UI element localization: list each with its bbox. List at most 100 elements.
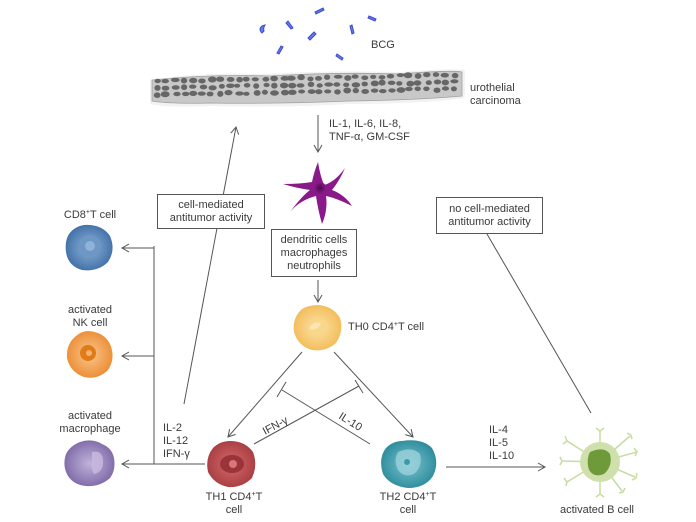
tumor-cell-nucleus	[413, 80, 422, 86]
bcg-rod	[285, 20, 294, 30]
tumor-cell-nucleus	[271, 82, 278, 89]
tumor-cell-nucleus	[253, 83, 260, 89]
bcg-rod	[276, 45, 284, 55]
tumor-cell-nucleus	[441, 79, 449, 86]
bcg-rod	[367, 15, 377, 22]
tumor-cell-nucleus	[161, 85, 170, 91]
nk-label: activated NK cell	[67, 304, 113, 329]
th1-cytokines: IL-2 IL-12 IFN-γ	[163, 422, 190, 460]
tumor-cell-nucleus	[208, 85, 217, 91]
tumor-cell-nucleus	[181, 84, 188, 91]
tumor-cell-nucleus	[182, 91, 190, 97]
tumor-cell-nucleus	[343, 82, 350, 88]
inhibition-ifn-gamma	[253, 379, 364, 445]
tumor-cell-nucleus	[197, 91, 206, 96]
tumor-cell-nucleus	[432, 72, 440, 77]
tumor-cell-nucleus	[388, 88, 396, 93]
tumor-cell-nucleus	[450, 86, 457, 92]
tumor-cell-nucleus	[361, 89, 370, 94]
tumor-cell-nucleus	[324, 89, 332, 94]
tumor-cell-nucleus	[236, 76, 243, 83]
tumor-cell-nucleus	[307, 76, 314, 82]
tumor-cell-nucleus	[189, 90, 198, 96]
tumor-cell-nucleus	[324, 82, 334, 87]
bcg-rod	[307, 31, 317, 41]
tumor-cell-nucleus	[261, 89, 268, 95]
tumor-cell-nucleus	[441, 86, 450, 91]
tumor-cell-nucleus	[440, 72, 449, 78]
bcg-rod	[314, 7, 325, 15]
ifn-gamma-label: IFN-γ	[261, 414, 291, 437]
cytokines-top-line2: TNF-α, GM-CSF	[329, 131, 410, 143]
no-cell-mediated-box: no cell-mediated antitumor activity	[436, 197, 543, 234]
tumor-cell-nucleus	[423, 72, 431, 78]
tumor-cell-nucleus	[351, 82, 361, 88]
tumor-cell-nucleus	[352, 87, 359, 94]
arrow-th0-to-th1	[227, 351, 303, 438]
bcg-rod	[335, 53, 344, 61]
tumor-cell-nucleus	[286, 75, 296, 81]
tumor-cell-nucleus	[406, 80, 415, 87]
cell-mediated-line1: cell-mediated	[178, 198, 244, 211]
th2-cell	[381, 440, 437, 488]
line-no-cell-mediated-to-bcell	[486, 233, 592, 414]
tumor-cell-nucleus	[396, 81, 403, 86]
dendritic-cell	[283, 162, 352, 224]
tumor-cell-nucleus	[423, 86, 430, 92]
tumor-cell-nucleus	[288, 89, 297, 96]
tumor-cell-nucleus	[414, 73, 422, 79]
urothelial-tissue	[150, 69, 465, 107]
cell-mediated-line2: antitumor activity	[169, 211, 253, 224]
tumor-label-line2: carcinoma	[470, 95, 522, 107]
tumor-cell-nucleus	[361, 75, 369, 81]
tumor-cell-nucleus	[370, 74, 377, 79]
tumor-cell-nucleus	[153, 92, 161, 98]
tumor-cell-nucleus	[334, 89, 341, 95]
tumor-cell-nucleus	[154, 78, 161, 84]
th1-effector-bracket	[153, 246, 205, 465]
cd8-t-cell	[65, 224, 113, 271]
arrow-th0-to-th2	[333, 351, 414, 438]
arrow-th1-to-tumor	[183, 126, 240, 405]
tumor-cell-nucleus	[344, 75, 352, 81]
tumor-cell-nucleus	[343, 87, 352, 94]
innate-cells-box: dendritic cells macrophages neutrophils	[271, 229, 357, 277]
tumor-cell-nucleus	[307, 81, 315, 88]
tumor-cell-nucleus	[379, 89, 387, 94]
tumor-cell-nucleus	[170, 77, 180, 83]
bcg-rod	[349, 24, 355, 35]
th1-cell	[207, 441, 256, 488]
tumor-cell-nucleus	[218, 83, 225, 89]
tumor-cell-nucleus	[263, 82, 270, 88]
tumor-cell-nucleus	[378, 79, 386, 86]
th0-cell	[293, 305, 342, 351]
tumor-cell-nucleus	[226, 77, 235, 82]
tumor-cell-nucleus	[199, 84, 208, 90]
tumor-cell-nucleus	[386, 73, 395, 79]
tumor-cell-nucleus	[315, 76, 322, 81]
tumor-cell-nucleus	[333, 82, 341, 87]
tumor-cell-nucleus	[433, 79, 442, 85]
tumor-cell-nucleus	[242, 76, 250, 82]
tumor-cell-nucleus	[198, 78, 206, 84]
tumor-cell-nucleus	[208, 76, 217, 83]
tumor-cell-nucleus	[243, 83, 251, 88]
tumor-cell-nucleus	[396, 87, 406, 93]
tumor-cell-nucleus	[288, 82, 297, 89]
tumor-cell-nucleus	[217, 90, 224, 97]
tumor-cell-nucleus	[234, 83, 241, 88]
th0-label: TH0 CD4+T cell	[348, 321, 425, 333]
tumor-cell-nucleus	[403, 72, 413, 79]
b-cell	[559, 427, 638, 498]
tumor-cell-nucleus	[171, 85, 180, 90]
tumor-cell-nucleus	[296, 83, 305, 88]
tumor-cell-nucleus	[251, 77, 259, 82]
tumor-cell-nucleus	[253, 90, 261, 96]
tumor-cell-nucleus	[298, 89, 306, 94]
tumor-cell-nucleus	[297, 74, 305, 81]
tumor-cell-nucleus	[160, 91, 170, 98]
tumor-cell-nucleus	[216, 76, 225, 82]
